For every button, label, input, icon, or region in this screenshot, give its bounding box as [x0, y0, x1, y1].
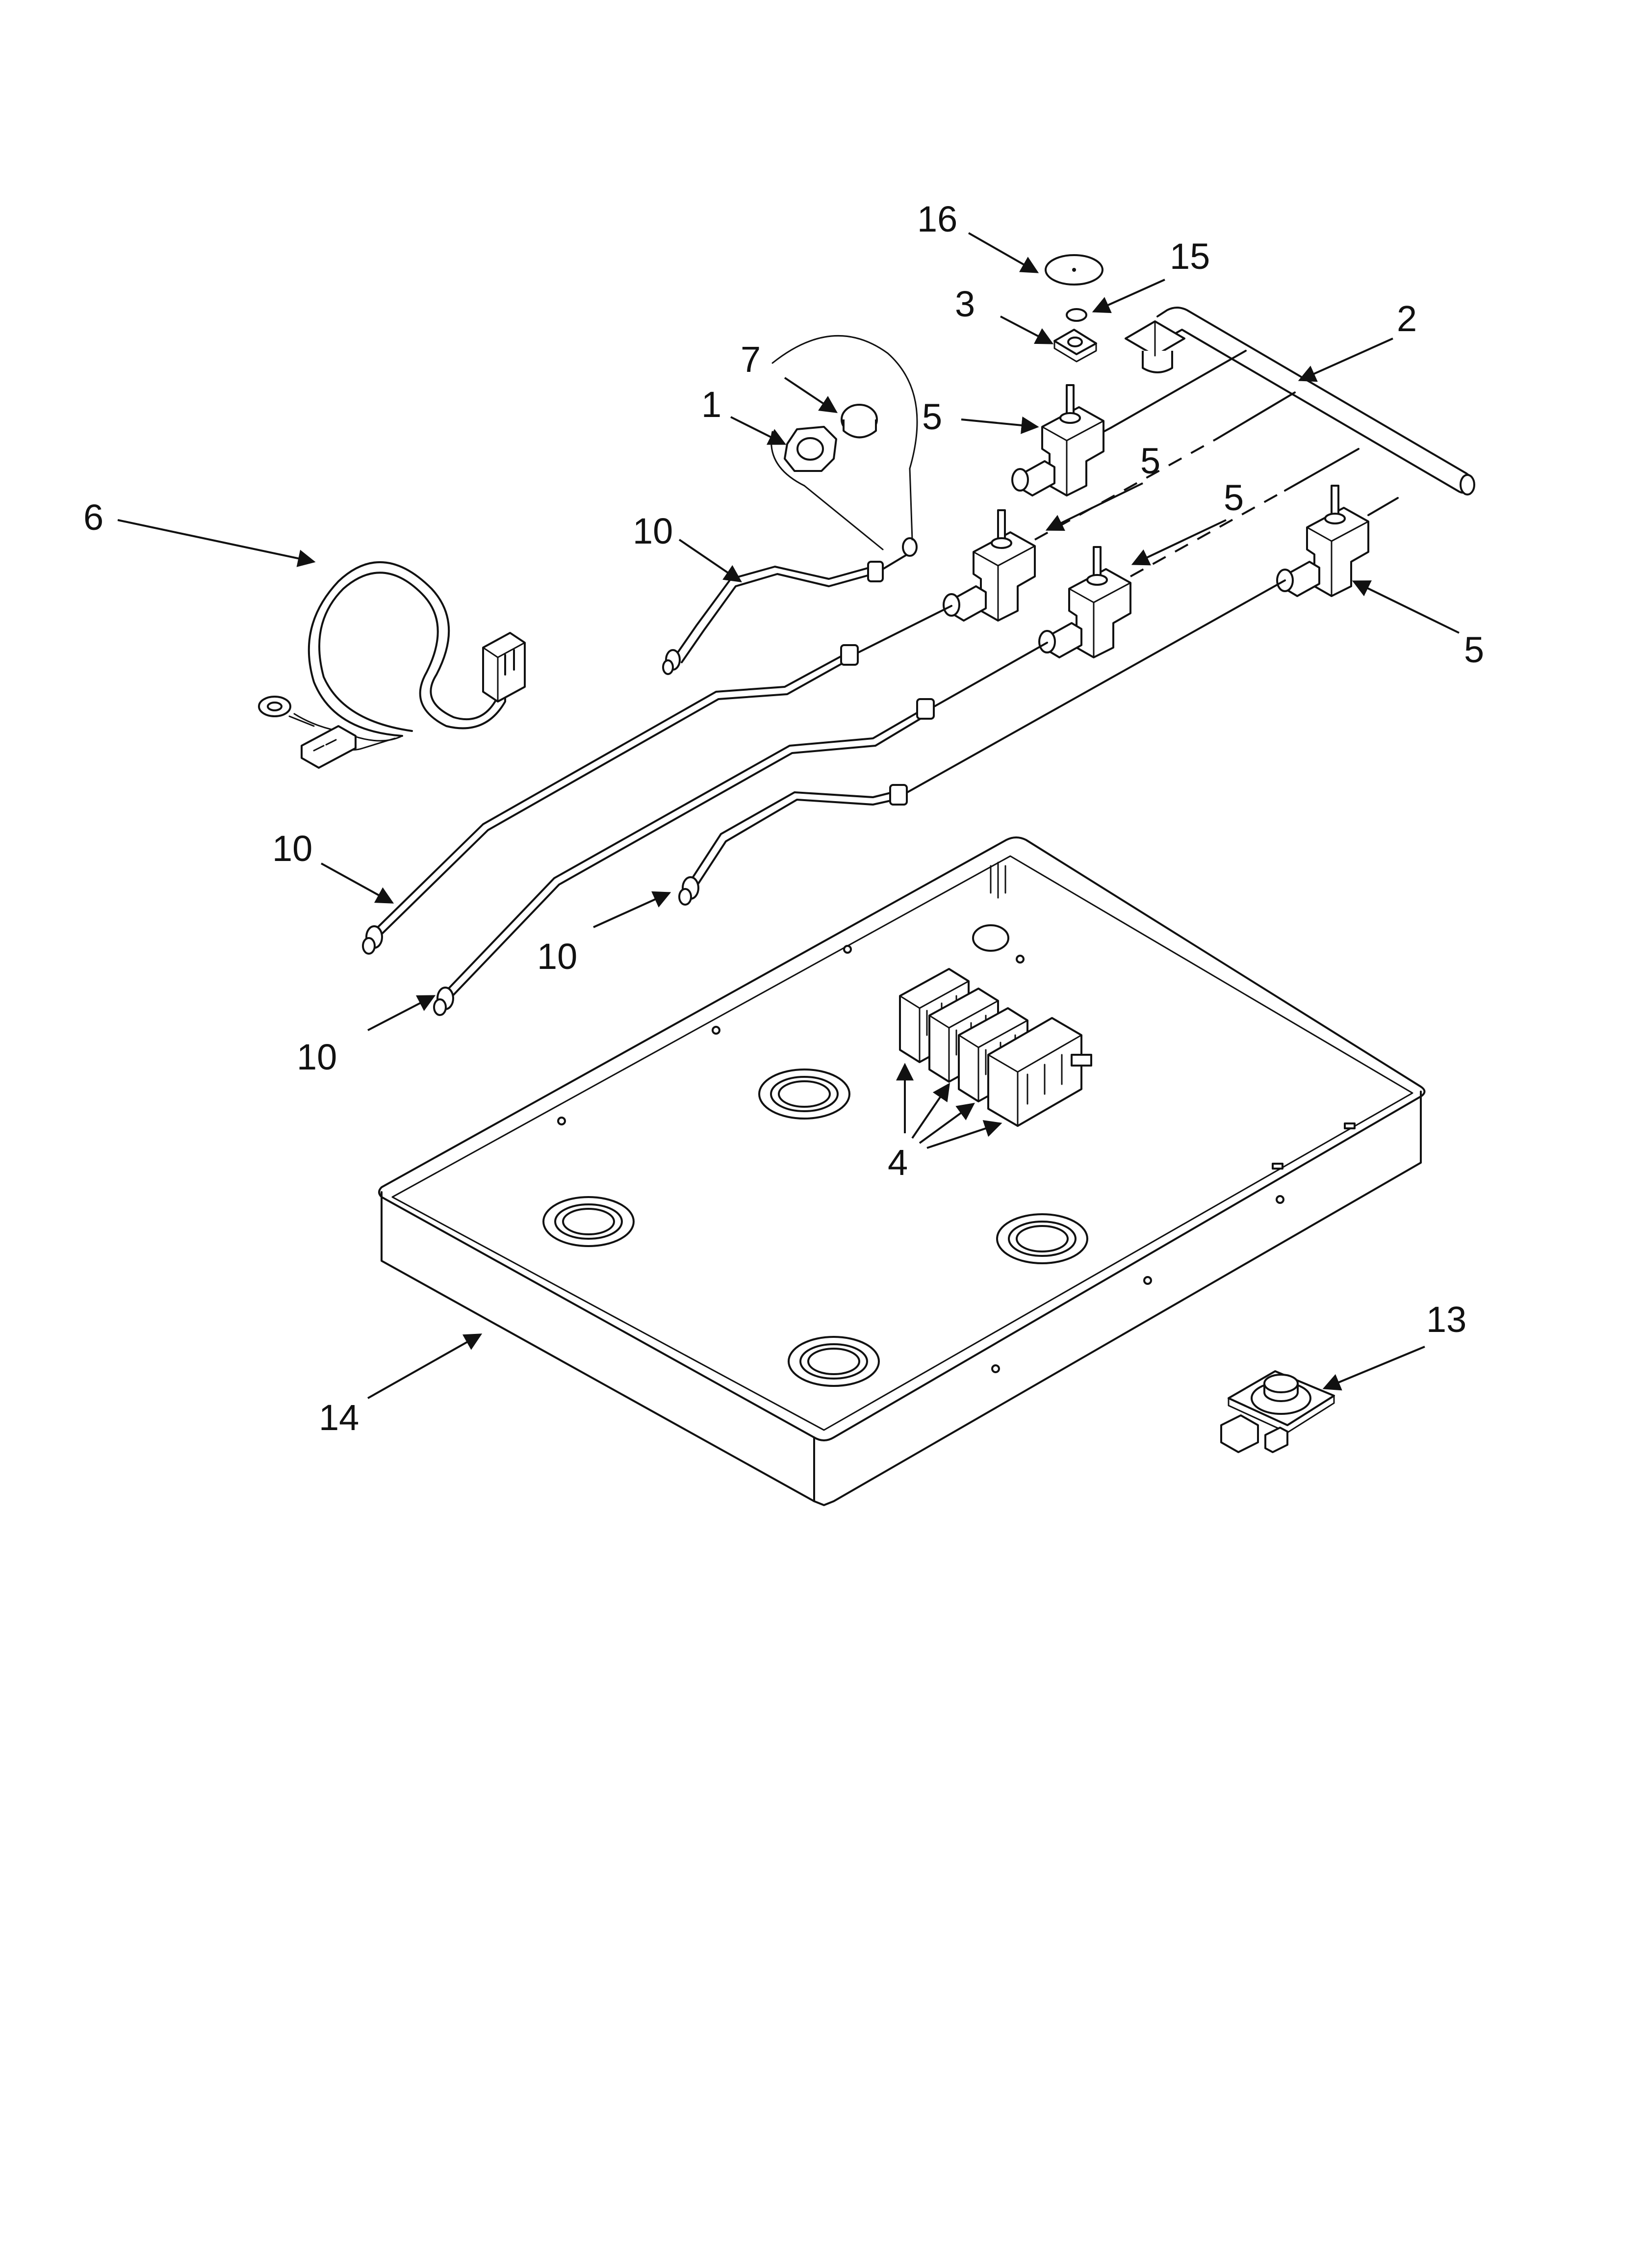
burner-opening-left: [542, 1196, 635, 1247]
callout-5-upper: 5: [922, 396, 942, 437]
burner-opening-front: [788, 1336, 880, 1387]
gas-valve-4: [1276, 485, 1369, 597]
control-switch-part: [1220, 1370, 1335, 1453]
burner-tube-2: [362, 605, 952, 955]
callout-7: 7: [741, 339, 761, 380]
nut-part: [784, 426, 837, 472]
callout-5-middle: 5: [1140, 441, 1160, 481]
gas-valve-3: [1038, 546, 1131, 658]
gas-valve-1: [1011, 384, 1112, 496]
burner-tube-3: [433, 642, 1048, 1016]
callout-5-center: 5: [1224, 477, 1244, 518]
callout-leaders: [117, 232, 1460, 1399]
valve-bracket-part: [1053, 329, 1097, 363]
burner-opening-right: [996, 1213, 1088, 1264]
cap-part: [841, 404, 878, 439]
burner-tube-1: [662, 537, 918, 675]
orifice-detail-circle: [770, 335, 918, 550]
callout-2: 2: [1397, 298, 1417, 339]
callout-15: 15: [1170, 236, 1210, 277]
callout-3: 3: [955, 284, 975, 324]
callout-10-left: 10: [272, 828, 312, 869]
callout-1: 1: [701, 384, 721, 425]
power-cord-harness: [258, 561, 526, 769]
cooktop-base-tray: [378, 836, 1426, 1506]
igniter-switch-blocks: [899, 968, 1092, 1127]
gas-manifold-pipe: [1125, 307, 1475, 495]
callout-6: 6: [83, 497, 103, 538]
burner-tube-4: [678, 579, 1286, 906]
callout-10-upper: 10: [633, 511, 673, 551]
callout-16: 16: [917, 199, 957, 239]
callout-labels: 16 15 3 2 7 1 5 5 5 5 6 10 10 10 10 4 13…: [83, 199, 1484, 1438]
burner-opening-rear: [758, 1069, 850, 1120]
callout-14: 14: [319, 1397, 359, 1438]
seal-disc-part: [1045, 254, 1103, 286]
callout-13: 13: [1426, 1299, 1466, 1340]
callout-10-center: 10: [537, 936, 577, 977]
callout-10-lower: 10: [297, 1037, 337, 1077]
callout-5-right: 5: [1464, 629, 1484, 670]
washer-part: [1066, 308, 1087, 322]
callout-4: 4: [888, 1142, 908, 1183]
gas-valve-2: [943, 509, 1036, 622]
